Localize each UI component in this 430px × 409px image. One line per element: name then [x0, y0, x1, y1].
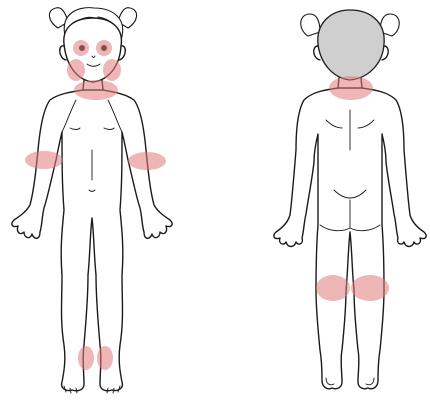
back-highlight-left-knee	[351, 275, 389, 301]
back-head	[318, 10, 384, 80]
front-torso	[12, 90, 172, 391]
front-highlight-left-eye	[73, 40, 89, 56]
front-highlight-left-elbow	[128, 152, 166, 170]
front-highlight-right-ankle	[78, 346, 94, 370]
front-highlight-right-eye	[96, 40, 112, 56]
back-figure	[274, 10, 426, 389]
back-highlight-neck	[329, 76, 373, 100]
front-highlight-neck	[74, 80, 118, 100]
front-highlight-right-elbow	[25, 151, 63, 169]
front-highlight-right-cheek	[103, 59, 121, 81]
back-highlight-right-knee	[316, 275, 350, 301]
front-figure	[12, 8, 172, 393]
front-highlight-left-ankle	[97, 346, 113, 370]
front-highlight-left-cheek	[67, 59, 85, 81]
